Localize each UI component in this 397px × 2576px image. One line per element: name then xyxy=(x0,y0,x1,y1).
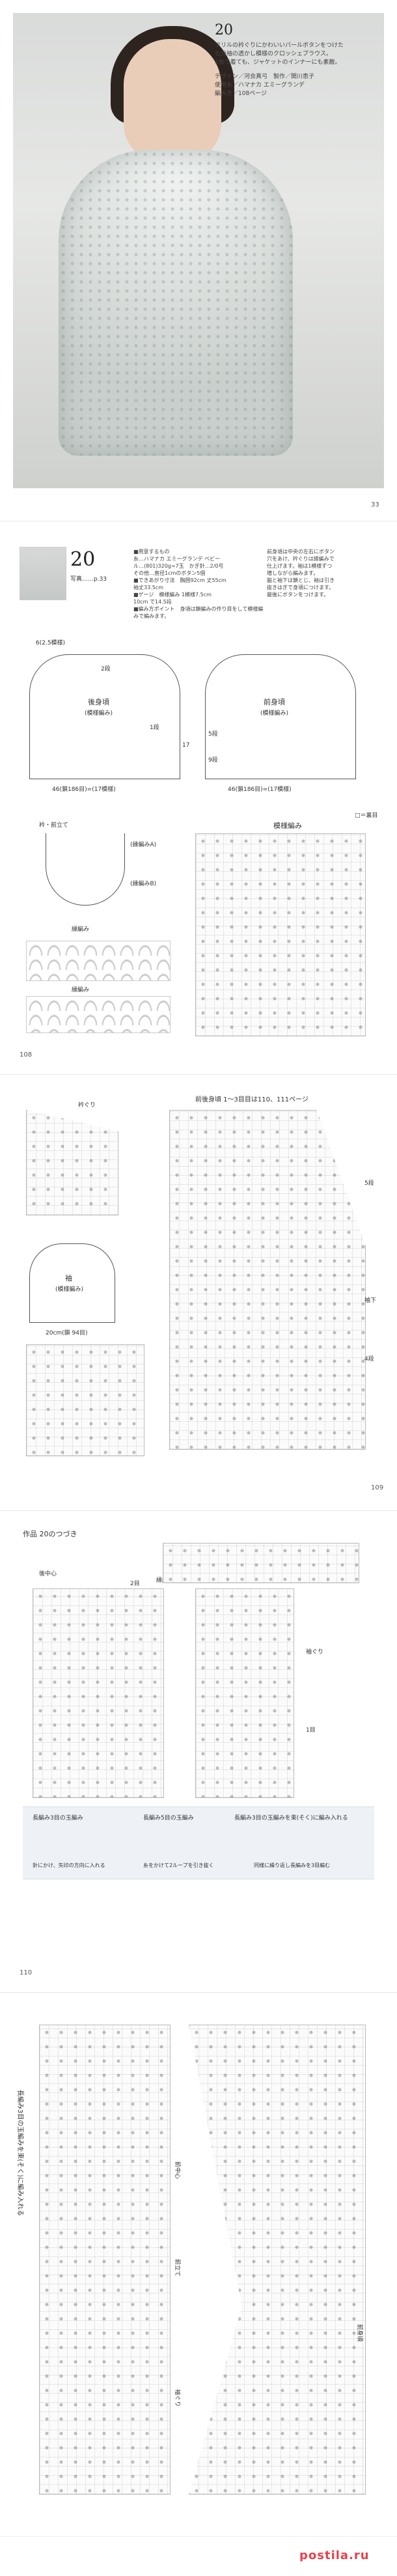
body-chart-left xyxy=(26,1110,118,1215)
back-body-schematic xyxy=(29,654,180,779)
front-body-note: 前身頃 xyxy=(356,2324,363,2342)
rows-2: 2段 xyxy=(101,666,111,672)
page-109: 前後身頃 1～3目目は110、111ページ 衿ぐり 5段 4段 袖下 袖 (模様… xyxy=(0,1081,397,1504)
main-chart-left xyxy=(33,1588,164,1798)
row-1: 1段 xyxy=(150,725,159,731)
crochet-sweater-image xyxy=(59,150,293,456)
rows-5-label: 5段 xyxy=(364,1180,374,1187)
side-rows: 17 xyxy=(182,742,190,749)
sleeve-chart xyxy=(26,1344,144,1456)
sleeve-note: 袖ぐり xyxy=(306,1649,324,1655)
front-label: 前身頃 xyxy=(264,698,285,706)
page-number-108: 108 xyxy=(20,1051,33,1059)
face-shape xyxy=(124,39,221,163)
photo-reference: 写真……p.33 xyxy=(70,576,107,583)
edging-chart xyxy=(26,941,171,981)
sleeve-dims: 20cm(鎖 94目) xyxy=(46,1330,88,1336)
page-number-110: 110 xyxy=(20,1969,33,1976)
body-chart-right xyxy=(169,1110,366,1450)
sleeve-label: 袖 xyxy=(65,1274,72,1282)
rows-2-note: 2目 xyxy=(130,1581,140,1587)
chart-heading: 前後身頃 1～3目目は110、111ページ xyxy=(195,1096,308,1103)
hem-pattern-label: 縁編み xyxy=(72,926,90,933)
upper-yoke-chart xyxy=(163,1543,359,1583)
edging-b-label: (縁編みB) xyxy=(130,881,157,887)
top-dim: 6(2.5模様) xyxy=(36,640,66,646)
page-110: 作品 20のつづき 後中心 縁編みA 1目 2目 袖ぐり 長編み3目の玉編み 長… xyxy=(0,1517,397,1986)
front-pattern-label: (模様編み) xyxy=(260,710,289,717)
ribbing-chart xyxy=(26,996,171,1033)
page-number-109: 109 xyxy=(371,1484,384,1491)
credits-text: デザイン／河合真弓 製作／関川恵子 使用糸／ハマナカ エミーグランデ 編み方／1… xyxy=(215,74,315,97)
sleeve-schematic xyxy=(29,1243,115,1323)
footer-bar: postila.ru xyxy=(0,2536,397,2576)
front-center-label: 前中心 xyxy=(174,2161,180,2180)
brand-logo[interactable]: postila.ru xyxy=(299,2549,370,2562)
sleeve-end-note: 袖下 xyxy=(364,1297,377,1304)
page-number-33: 33 xyxy=(371,501,379,508)
ribbing-label: 縁編み xyxy=(72,987,90,993)
step-caption-2: 糸をかけて2ループを引き抜く xyxy=(143,1863,214,1868)
continuation-heading: 作品 20のつづき xyxy=(23,1530,77,1538)
front-body-schematic xyxy=(205,654,356,779)
back-width-dim: 46(鎖186目)=(17模様) xyxy=(52,786,116,793)
step-caption-1: 針にかけ、矢印の方向に入れる xyxy=(33,1863,105,1868)
model-photo xyxy=(13,13,384,488)
rows-4-label: 4段 xyxy=(364,1356,374,1363)
sleeve-pattern: (模様編み) xyxy=(55,1286,84,1293)
center-note: 後中心 xyxy=(39,1571,57,1577)
intro-text: フリルの衿ぐりにかわいいパールボタンをつけた 七分袖の透かし模様のクロッシェブラ… xyxy=(215,42,344,66)
rotated-chart-left xyxy=(39,2025,171,2495)
stitch-legend: □＝裏目 xyxy=(355,812,378,819)
rotated-chart-right xyxy=(189,2025,366,2495)
armhole-label: 袖ぐり xyxy=(174,2389,180,2407)
page-photo: 20 フリルの衿ぐりにかわいいパールボタンをつけた 七分袖の透かし模様のクロッシ… xyxy=(0,0,397,521)
pattern-title: 模様編み xyxy=(273,822,302,830)
pattern-stitch-chart xyxy=(195,833,366,1036)
step-title-1: 長編み3目の玉編み xyxy=(33,1815,83,1821)
page-divider xyxy=(0,1992,397,1993)
back-pattern-label: (模様編み) xyxy=(85,710,113,717)
step-caption-3: 同様に繰り返し長編みを3目編む xyxy=(254,1863,331,1868)
instruction-text: 前身頃は中央の左右にボタン 穴をあけ、衿ぐりは縁編みで 仕上げます。袖は1模様ず… xyxy=(267,549,335,598)
rows-5: 5段 xyxy=(208,731,218,738)
page-divider xyxy=(0,1074,397,1075)
pattern-number: 20 xyxy=(215,22,233,38)
placket-label: 前立て xyxy=(174,2259,180,2277)
page-108: 20 写真……p.33 ■用意するもの 糸…ハマナカ エミーグランデ ベビー ル… xyxy=(0,534,397,1068)
technique-steps xyxy=(23,1807,374,1879)
pattern-number: 20 xyxy=(70,548,96,571)
front-width-dim: 46(鎖186目)=(17模様) xyxy=(228,786,292,793)
step-title-2: 長編み5目の玉編み xyxy=(143,1815,194,1821)
rows-1-note: 1目 xyxy=(306,1727,316,1734)
edging-title: 衿・前立て xyxy=(39,822,69,829)
thumbnail-photo xyxy=(20,547,66,600)
materials-list: ■用意するもの 糸…ハマナカ エミーグランデ ベビー ル…(801)320g=7… xyxy=(133,549,264,619)
edging-a-label: (縁編みA) xyxy=(130,842,157,848)
back-label: 後身頃 xyxy=(88,698,109,706)
rows-9: 9段 xyxy=(208,757,218,764)
neckline-diagram xyxy=(46,833,125,906)
page-divider xyxy=(0,1510,397,1511)
page-111: 長編み3目の玉編みを束(そく)に編み入れる 前中心 前立て 袖ぐり 前身頃 xyxy=(0,1999,397,2519)
neck-note: 衿ぐり xyxy=(78,1102,96,1109)
step-title-3: 長編み3目の玉編みを束(そく)に編み入れる xyxy=(234,1815,348,1821)
main-chart-right xyxy=(195,1588,294,1798)
rotated-heading: 長編み3目の玉編みを束(そく)に編み入れる xyxy=(16,2090,23,2217)
